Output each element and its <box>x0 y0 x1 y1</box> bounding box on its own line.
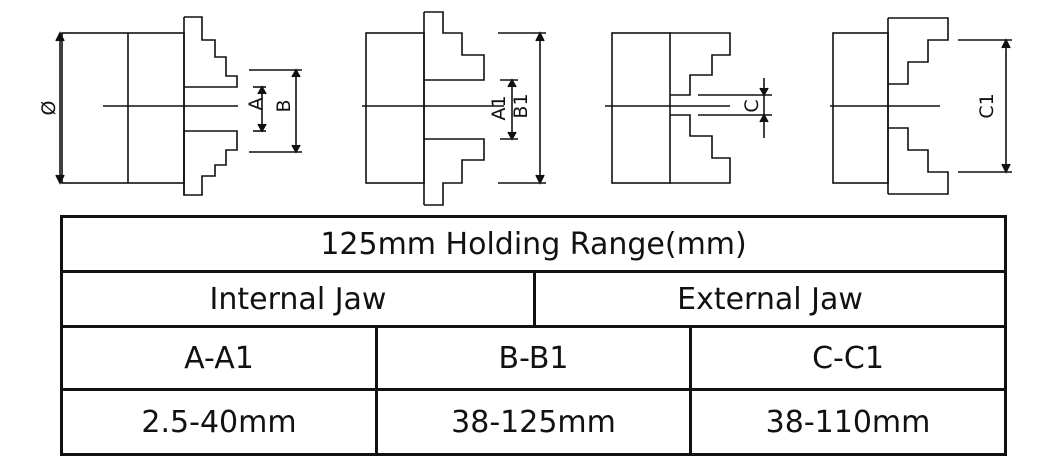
diagram-internal-jaw-a-b <box>55 16 302 196</box>
chuck-body <box>832 32 889 184</box>
upper-jaw <box>670 32 731 96</box>
value-c-c1: 38-110mm <box>688 388 1008 456</box>
label-a: A <box>245 98 267 111</box>
lower-jaw <box>670 114 731 184</box>
column-c-c1: C-C1 <box>688 325 1008 391</box>
upper-jaw <box>184 16 238 88</box>
value-a-a1: 2.5-40mm <box>60 388 378 456</box>
diagram-external-jaw-c1 <box>830 17 1012 195</box>
label-c1: C1 <box>976 93 998 118</box>
column-a-a1: A-A1 <box>60 325 378 391</box>
lower-jaw <box>424 138 485 206</box>
label-b1: B1 <box>510 93 532 118</box>
upper-jaw <box>888 17 949 85</box>
chuck-jaw-drawings: Ø A B A1 B1 <box>38 11 1012 206</box>
holding-range-table: 125mm Holding Range(mm) Internal Jaw Ext… <box>59 215 1008 456</box>
group-external-jaw: External Jaw <box>532 270 1008 328</box>
value-b-b1: 38-125mm <box>375 388 692 456</box>
label-c: C <box>741 99 763 112</box>
diagram-external-jaw-c <box>605 32 772 184</box>
label-diameter: Ø <box>38 101 60 116</box>
label-b: B <box>273 99 295 112</box>
group-internal-jaw: Internal Jaw <box>60 270 536 328</box>
chuck-body <box>365 32 425 184</box>
lower-jaw <box>888 127 949 195</box>
lower-jaw <box>183 130 238 196</box>
table-title: 125mm Holding Range(mm) <box>59 215 1008 273</box>
label-a1: A1 <box>488 95 510 120</box>
column-b-b1: B-B1 <box>375 325 692 391</box>
diagram-internal-jaw-a1-b1 <box>362 11 546 206</box>
chuck-body <box>611 32 671 184</box>
upper-jaw <box>424 11 485 81</box>
chuck-body <box>61 32 185 184</box>
